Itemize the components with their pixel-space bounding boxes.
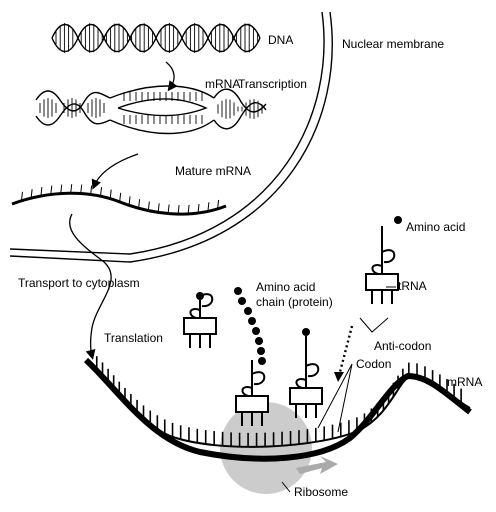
amino-acid-dot xyxy=(394,216,402,224)
mrna-base xyxy=(109,189,112,199)
dna-helix xyxy=(51,23,261,53)
mrna-base xyxy=(207,202,210,212)
mrna-base xyxy=(147,201,150,211)
amino-acid-chain-label-line2: chain (protein) xyxy=(256,295,333,309)
amino-acid-bead xyxy=(252,327,260,335)
nuclear-membrane-outer xyxy=(9,11,333,263)
mrna-ribbon-front xyxy=(83,357,472,462)
mature-mrna-strand xyxy=(11,191,227,216)
mrna-base xyxy=(60,184,63,194)
mrna-base xyxy=(217,199,220,209)
amino-acid-chain-label-line1: Amino acid xyxy=(256,280,315,294)
amino-acid-bead xyxy=(234,287,242,295)
nuclear-membrane-label: Nuclear membrane xyxy=(342,37,444,51)
mrna-label: mRNA xyxy=(205,77,240,91)
amino-acid-label: Amino acid xyxy=(406,220,465,234)
arrow-to-mature-mrna xyxy=(91,153,139,190)
mrna-ribbon xyxy=(83,356,472,462)
ribosome-label: Ribosome xyxy=(294,485,348,499)
mrna-base xyxy=(187,204,190,214)
trna-free-left xyxy=(183,292,217,348)
mrna-base xyxy=(177,205,180,215)
trna-incoming xyxy=(365,226,399,304)
ribosome-pointer xyxy=(281,481,291,493)
mrna-base xyxy=(50,185,53,195)
codon-label: Codon xyxy=(356,357,391,371)
mrna-base xyxy=(197,203,200,214)
transcription-rungs xyxy=(39,92,263,124)
transport-path xyxy=(69,213,112,329)
codon-pointer-lines xyxy=(317,363,353,433)
mrna-base xyxy=(157,203,160,213)
amino-acid-bead xyxy=(255,337,263,345)
mrna-base xyxy=(128,196,131,206)
incoming-motion-dots xyxy=(338,325,354,373)
anti-codon-bracket xyxy=(359,317,389,333)
mrna-ribbon-bases xyxy=(95,356,462,447)
ribosome xyxy=(220,402,338,494)
trna-bound-1 xyxy=(235,360,269,426)
mrna-base xyxy=(90,185,93,195)
mrna-base xyxy=(119,192,122,202)
mature-mrna-label: Mature mRNA xyxy=(175,164,251,178)
mrna-base xyxy=(70,184,73,194)
arrow-to-translation xyxy=(85,327,96,360)
anti-codon-label: Anti-codon xyxy=(374,339,431,353)
translation-label: Translation xyxy=(104,331,163,345)
mrna-base xyxy=(100,187,103,197)
mrna-strand-label: mRNA xyxy=(447,375,482,389)
amino-acid-bead xyxy=(244,307,252,315)
transcription-label: Transcription xyxy=(238,77,307,91)
amino-acid-bead xyxy=(248,317,256,325)
dna-strand-2 xyxy=(51,23,261,53)
mrna-base xyxy=(80,184,83,194)
amino-acid-chain xyxy=(234,287,266,365)
dna-label: DNA xyxy=(268,33,293,47)
amino-acid-bead xyxy=(257,347,265,355)
transcription-helix xyxy=(35,85,267,135)
mrna-base xyxy=(40,187,43,197)
transport-label: Transport to cytoplasm xyxy=(18,276,140,290)
amino-acid-bead xyxy=(238,297,246,305)
amino-acid-bead xyxy=(258,357,266,365)
trna-bound-2 xyxy=(289,328,323,418)
ribosome-arrow xyxy=(296,456,338,474)
mrna-base xyxy=(138,199,141,209)
mrna-base xyxy=(20,191,23,201)
nuclear-membrane-inner xyxy=(9,11,325,255)
mrna-base xyxy=(167,204,170,214)
mrna-base xyxy=(30,189,33,199)
trna-label: tRNA xyxy=(398,279,427,293)
incoming-motion-arrowhead xyxy=(334,372,344,382)
mature-mrna-bases xyxy=(20,184,220,215)
arrow-dna-to-transcription xyxy=(165,61,178,92)
